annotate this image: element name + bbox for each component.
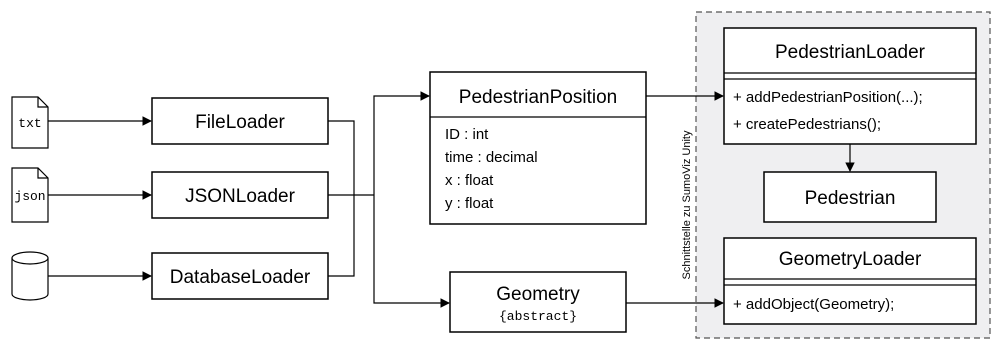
geometry-stereotype: {abstract} xyxy=(499,309,577,324)
geometry-box xyxy=(449,271,627,333)
pedestrian-loader-method: + addPedestrianPosition(...); xyxy=(733,89,923,106)
pedestrian-box xyxy=(763,171,937,223)
json-file-label: json xyxy=(14,189,45,204)
pedestrian-loader-title: PedestrianLoader xyxy=(775,42,926,63)
database-loader-title: DatabaseLoader xyxy=(170,267,311,288)
pedestrian-position-attr: ID : int xyxy=(445,126,489,143)
file-loader-title: FileLoader xyxy=(195,112,285,133)
pedestrian-position-box xyxy=(429,71,647,225)
geometry-loader-box xyxy=(723,237,977,325)
txt-file-icon xyxy=(11,96,49,149)
json-file-icon xyxy=(11,167,49,223)
arrow-to-pedestrian-position xyxy=(373,91,430,195)
database-cylinder-icon xyxy=(11,251,49,301)
pedestrian-position-attr: time : decimal xyxy=(445,149,538,166)
geometry-title: Geometry xyxy=(496,284,580,305)
pedestrian-position-attr: x : float xyxy=(445,172,494,189)
json-loader-title: JSONLoader xyxy=(185,186,296,207)
pedestrian-position-title: PedestrianPosition xyxy=(459,87,617,108)
pedestrian-loader-box xyxy=(723,27,977,145)
database-loader-box xyxy=(151,252,329,300)
connector-fileloader xyxy=(328,120,355,195)
arrow-to-geometry xyxy=(373,195,450,308)
connector-databaseloader xyxy=(328,195,355,277)
geometry-loader-title: GeometryLoader xyxy=(779,249,922,270)
interface-label: Schnittstelle zu SumoViz Unity xyxy=(681,130,693,279)
pedestrian-title: Pedestrian xyxy=(805,188,896,209)
geometry-loader-method: + addObject(Geometry); xyxy=(733,296,894,313)
pedestrian-loader-method: + createPedestrians(); xyxy=(733,116,881,133)
pedestrian-position-attr: y : float xyxy=(445,195,494,212)
txt-file-label: txt xyxy=(18,116,41,131)
